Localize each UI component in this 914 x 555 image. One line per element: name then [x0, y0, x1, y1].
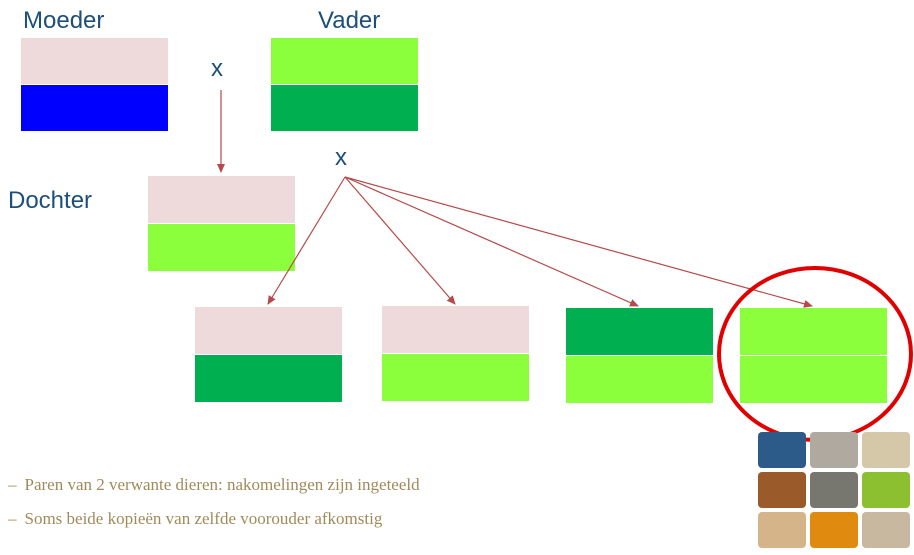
arrow-to-offspring-4	[344, 176, 813, 308]
arrow-to-offspring-3	[344, 176, 639, 307]
logo-tile-6	[862, 472, 910, 508]
offspring-2-allele-top	[382, 306, 529, 353]
logo-tile-4	[758, 472, 806, 508]
bullet-dash-icon: –	[8, 509, 17, 528]
offspring-2-allele-bottom	[382, 354, 529, 401]
note-same-ancestor: –Soms beide kopieën van zelfde voorouder…	[8, 509, 383, 528]
offspring-3-allele-top	[566, 308, 713, 355]
offspring-4-allele-top	[740, 308, 887, 355]
offspring-3-allele-bottom	[566, 356, 713, 403]
cross-symbol-offspring: x	[335, 144, 347, 171]
logo-tile-2	[810, 432, 858, 468]
logo-tile-8	[810, 512, 858, 548]
cross-symbol-parents: x	[211, 55, 223, 82]
father-allele-top	[271, 38, 418, 84]
mother-allele-bottom	[21, 85, 168, 131]
arrow-to-offspring-1	[267, 176, 346, 305]
logo-tile-5	[810, 472, 858, 508]
highlight-circle	[717, 266, 913, 442]
logo-tile-7	[758, 512, 806, 548]
daughter-label: Dochter	[8, 187, 93, 214]
logo-tile-1	[758, 432, 806, 468]
offspring-4-allele-bottom	[740, 356, 887, 403]
daughter-allele-bottom	[148, 224, 295, 271]
mother-allele-top	[21, 38, 168, 84]
father-label: Vader	[318, 7, 381, 34]
daughter-allele-top	[148, 176, 295, 223]
note-inbreeding: –Paren van 2 verwante dieren: nakomeling…	[8, 475, 420, 494]
logo-tile-3	[862, 432, 910, 468]
bullet-dash-icon: –	[8, 475, 17, 494]
father-allele-bottom	[271, 85, 418, 131]
mother-label: Moeder	[23, 7, 105, 34]
livestock-photo-mosaic-logo	[758, 432, 914, 550]
offspring-1-allele-top	[195, 307, 342, 354]
arrow-to-offspring-2	[344, 176, 456, 305]
logo-tile-9	[862, 512, 910, 548]
offspring-1-allele-bottom	[195, 355, 342, 402]
